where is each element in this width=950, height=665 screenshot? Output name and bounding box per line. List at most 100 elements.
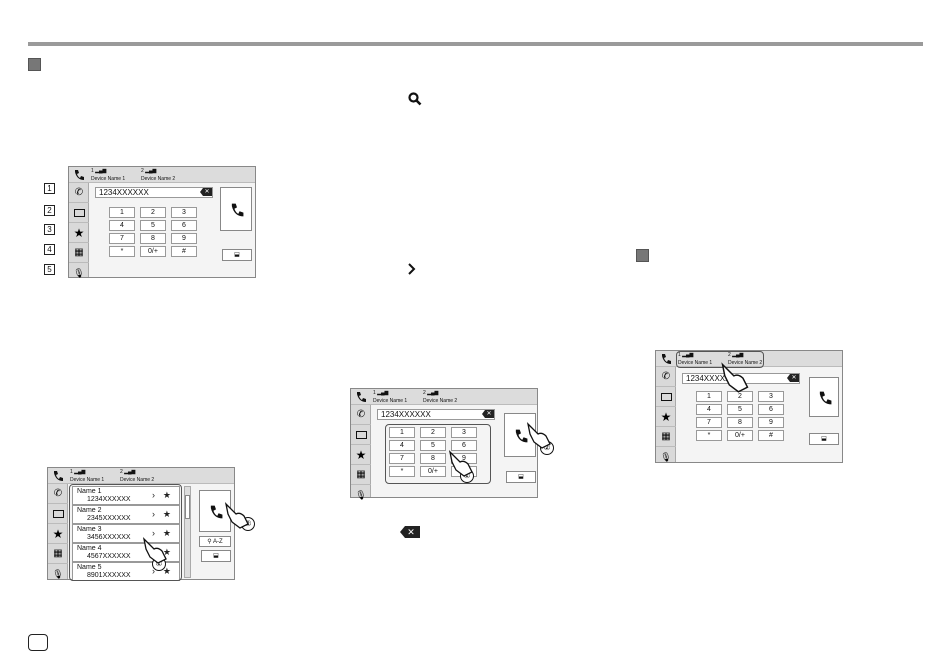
transfer-button[interactable]: ⬓ bbox=[222, 249, 252, 261]
keypad-key[interactable]: 4 bbox=[109, 220, 135, 231]
keypad-key[interactable]: 5 bbox=[727, 404, 753, 415]
keypad-key[interactable]: 8 bbox=[140, 233, 166, 244]
keypad-key[interactable]: * bbox=[109, 246, 135, 257]
keypad-key[interactable]: 3 bbox=[758, 391, 784, 402]
sidebar-item-dial[interactable]: ✆ bbox=[48, 484, 68, 504]
contact-name: Name 2 bbox=[77, 507, 102, 514]
keypad-key[interactable]: # bbox=[758, 430, 784, 441]
chevron-right-icon[interactable]: › bbox=[152, 528, 155, 538]
device-2-indicator: 2 ▂▄▆ bbox=[423, 390, 439, 396]
device-2-name[interactable]: Device Name 2 bbox=[728, 360, 763, 366]
search-icon bbox=[408, 92, 422, 106]
keypad-key[interactable]: 9 bbox=[758, 417, 784, 428]
star-icon: ★ bbox=[660, 409, 672, 424]
phone-icon: ✆ bbox=[53, 488, 63, 499]
sidebar-item-phonebook[interactable] bbox=[351, 425, 371, 445]
sidebar-item-phonebook[interactable] bbox=[48, 504, 68, 524]
keypad-key[interactable]: 7 bbox=[389, 453, 415, 464]
phone-icon bbox=[515, 429, 528, 443]
keypad-key[interactable]: 4 bbox=[696, 404, 722, 415]
device-2-name: Device Name 2 bbox=[141, 176, 176, 182]
contact-number: 1234XXXXXX bbox=[87, 496, 131, 503]
backspace-icon: ✕ bbox=[400, 526, 420, 538]
keypad-key[interactable]: 8 bbox=[420, 453, 446, 464]
transfer-button[interactable]: ⬓ bbox=[506, 471, 536, 483]
sidebar-item-phonebook[interactable] bbox=[656, 387, 676, 407]
keypad-key[interactable]: 3 bbox=[451, 427, 477, 438]
backspace-button[interactable]: ✕ bbox=[200, 188, 212, 196]
keypad-key[interactable]: 7 bbox=[109, 233, 135, 244]
sidebar-item-favorites[interactable]: ★ bbox=[656, 407, 676, 427]
keypad-key[interactable]: 0/+ bbox=[420, 466, 446, 477]
keypad-key[interactable]: 6 bbox=[171, 220, 197, 231]
keypad-key[interactable]: 1 bbox=[696, 391, 722, 402]
star-add-icon[interactable]: ★ bbox=[162, 509, 171, 519]
chevron-right-icon[interactable]: › bbox=[152, 490, 155, 500]
keypad-key[interactable]: * bbox=[389, 466, 415, 477]
star-add-icon[interactable]: ★ bbox=[162, 528, 171, 538]
keypad-key[interactable]: # bbox=[171, 246, 197, 257]
backspace-button[interactable]: ✕ bbox=[787, 374, 799, 382]
keypad-key[interactable]: 1 bbox=[109, 207, 135, 218]
call-button[interactable] bbox=[220, 187, 252, 231]
keypad-key[interactable]: 4 bbox=[389, 440, 415, 451]
call-button[interactable] bbox=[809, 377, 839, 417]
keypad-key[interactable]: 7 bbox=[696, 417, 722, 428]
number-field[interactable]: 1234XXXXXX bbox=[377, 409, 495, 420]
sidebar: ✆ ★ ▦ 🎙 bbox=[351, 405, 371, 500]
star-add-icon[interactable]: ★ bbox=[162, 547, 171, 557]
keypad-key[interactable]: 3 bbox=[171, 207, 197, 218]
scroll-thumb[interactable] bbox=[185, 495, 190, 519]
device-1-indicator[interactable]: 1 ▂▄▆ bbox=[678, 352, 694, 358]
star-add-icon[interactable]: ★ bbox=[162, 566, 171, 576]
keypad-key[interactable]: 2 bbox=[420, 427, 446, 438]
phone-icon bbox=[357, 392, 366, 402]
keypad-key[interactable]: * bbox=[696, 430, 722, 441]
sidebar-item-keypad[interactable]: ▦ bbox=[69, 243, 89, 263]
sidebar-item-voice[interactable]: 🎙 bbox=[48, 564, 68, 584]
keypad-key[interactable]: 6 bbox=[758, 404, 784, 415]
sidebar-item-keypad[interactable]: ▦ bbox=[656, 427, 676, 447]
number-field[interactable]: 1234XXXXXX bbox=[95, 187, 213, 198]
sidebar-item-dial[interactable]: ✆ bbox=[69, 183, 89, 203]
keypad-key[interactable]: 9 bbox=[171, 233, 197, 244]
az-search-button[interactable]: ⚲ A-Z bbox=[199, 536, 231, 547]
contact-number: 8901XXXXXX bbox=[87, 572, 131, 579]
backspace-button[interactable]: ✕ bbox=[482, 410, 494, 418]
sidebar-item-keypad[interactable]: ▦ bbox=[351, 465, 371, 485]
device-2-indicator[interactable]: 2 ▂▄▆ bbox=[728, 352, 744, 358]
keypad-key[interactable]: 1 bbox=[389, 427, 415, 438]
device-highlight bbox=[676, 351, 764, 368]
sidebar-item-favorites[interactable]: ★ bbox=[69, 223, 89, 243]
device-1-name[interactable]: Device Name 1 bbox=[678, 360, 713, 366]
sidebar-item-voice[interactable]: 🎙 bbox=[656, 447, 676, 467]
star-add-icon[interactable]: ★ bbox=[162, 490, 171, 500]
chevron-right-icon[interactable]: › bbox=[152, 509, 155, 519]
contact-name: Name 5 bbox=[77, 564, 102, 571]
chevron-right-icon[interactable]: › bbox=[152, 566, 155, 576]
transfer-button[interactable]: ⬓ bbox=[201, 550, 231, 562]
sidebar-item-voice[interactable]: 🎙 bbox=[69, 263, 89, 283]
sidebar-item-voice[interactable]: 🎙 bbox=[351, 485, 371, 505]
scrollbar[interactable] bbox=[184, 486, 191, 578]
sidebar-item-dial[interactable]: ✆ bbox=[351, 405, 371, 425]
sidebar-item-dial[interactable]: ✆ bbox=[656, 367, 676, 387]
keypad-key[interactable]: 0/+ bbox=[140, 246, 166, 257]
transfer-button[interactable]: ⬓ bbox=[809, 433, 839, 445]
keypad-key[interactable]: 8 bbox=[727, 417, 753, 428]
call-button[interactable] bbox=[199, 490, 231, 532]
sidebar-item-favorites[interactable]: ★ bbox=[48, 524, 68, 544]
sidebar-item-favorites[interactable]: ★ bbox=[351, 445, 371, 465]
keypad-key[interactable]: 2 bbox=[140, 207, 166, 218]
keypad-key[interactable]: 6 bbox=[451, 440, 477, 451]
keypad-key[interactable]: 5 bbox=[140, 220, 166, 231]
sidebar-item-keypad[interactable]: ▦ bbox=[48, 544, 68, 564]
grid-icon: ▦ bbox=[356, 469, 366, 480]
keypad-key[interactable]: 5 bbox=[420, 440, 446, 451]
sidebar-item-phonebook[interactable] bbox=[69, 203, 89, 223]
keypad-key[interactable]: 0/+ bbox=[727, 430, 753, 441]
phonebook-icon bbox=[73, 208, 85, 217]
